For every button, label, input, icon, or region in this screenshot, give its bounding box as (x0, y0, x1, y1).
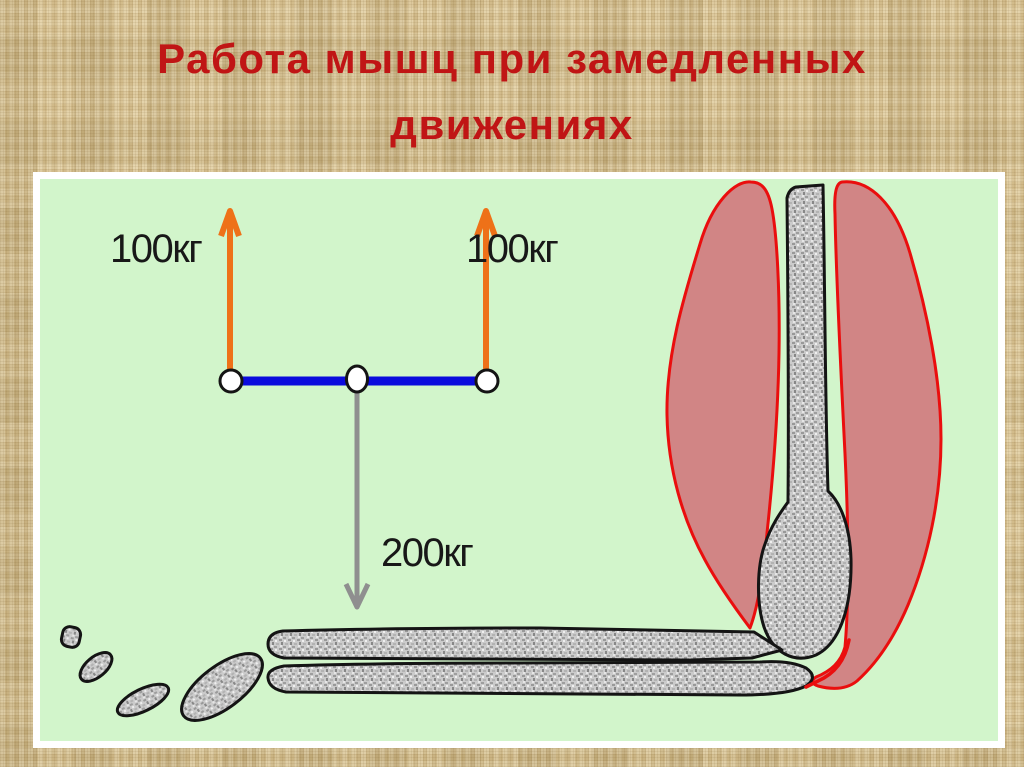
title-line-2: движениях (390, 101, 634, 148)
page-title: Работа мышц при замедленных движениях (0, 26, 1024, 158)
load-label: 200кг (381, 531, 474, 575)
force-label-right: 100кг (466, 227, 559, 271)
force-label-left: 100кг (110, 227, 203, 271)
title-line-1: Работа мышц при замедленных (157, 35, 867, 82)
